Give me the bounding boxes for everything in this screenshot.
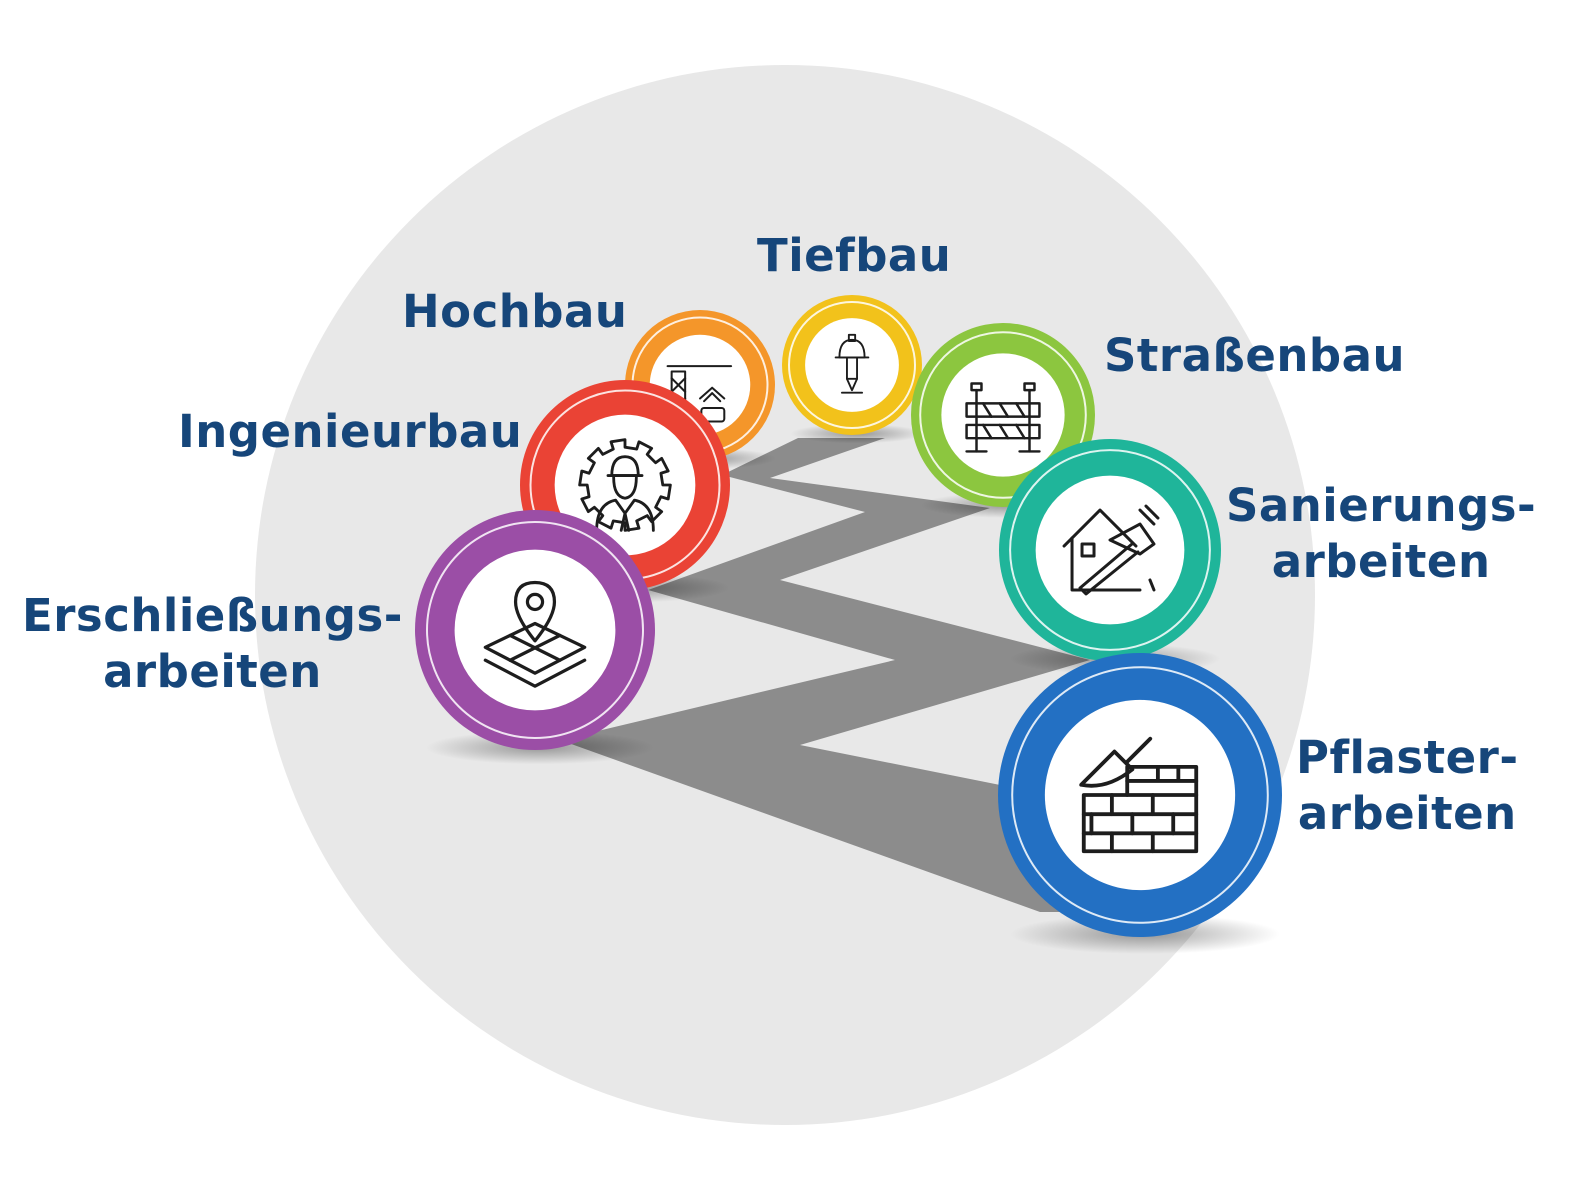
label-erschliessungsarbeiten-line-2: arbeiten: [103, 645, 322, 698]
nodes-layer: [415, 295, 1282, 955]
drill-icon: [834, 333, 870, 394]
label-sanierungsarbeiten: Sanierungs- arbeiten: [1226, 478, 1536, 590]
house-hammer-icon: [1062, 504, 1160, 596]
label-strassenbau: Straßenbau: [1104, 328, 1405, 384]
label-hochbau-line-1: Hochbau: [402, 285, 628, 338]
node-pflasterarbeiten: [998, 653, 1282, 955]
road-barrier-icon: [965, 382, 1041, 453]
engineer-icon: [578, 438, 672, 532]
label-sanierungsarbeiten-line-2: arbeiten: [1271, 535, 1491, 588]
brick-trowel-icon: [1079, 736, 1199, 854]
label-strassenbau-line-1: Straßenbau: [1104, 329, 1406, 382]
label-ingenieurbau: Ingenieurbau: [178, 404, 522, 460]
node-disc-strassenbau: [941, 353, 1065, 477]
node-inner-line-strassenbau: [919, 331, 1087, 499]
label-tiefbau-line-1: Tiefbau: [757, 229, 952, 282]
label-erschliessungsarbeiten-line-1: Erschließungs-: [22, 589, 403, 642]
node-inner-line-sanierungsarbeiten: [1009, 449, 1211, 651]
node-erschliessungsarbeiten: [415, 510, 655, 765]
node-disc-erschliessungsarbeiten: [454, 549, 616, 711]
node-tiefbau: [782, 295, 924, 444]
node-inner-line-pflasterarbeiten: [1011, 666, 1269, 924]
label-hochbau: Hochbau: [402, 284, 627, 340]
label-pflasterarbeiten: Pflaster- arbeiten: [1296, 730, 1519, 842]
node-disc-tiefbau: [805, 318, 899, 412]
node-inner-line-erschliessungsarbeiten: [426, 521, 644, 739]
node-disc-sanierungsarbeiten: [1035, 475, 1185, 625]
label-pflasterarbeiten-line-2: arbeiten: [1297, 787, 1517, 840]
node-inner-line-tiefbau: [788, 301, 916, 429]
map-pin-icon: [483, 580, 587, 688]
label-tiefbau: Tiefbau: [757, 228, 951, 284]
label-sanierungsarbeiten-line-1: Sanierungs-: [1226, 479, 1537, 532]
node-disc-ingenieurbau: [554, 414, 696, 556]
label-pflasterarbeiten-line-1: Pflaster-: [1296, 731, 1519, 784]
label-erschliessungsarbeiten: Erschließungs- arbeiten: [22, 588, 403, 700]
label-ingenieurbau-line-1: Ingenieurbau: [178, 405, 523, 458]
